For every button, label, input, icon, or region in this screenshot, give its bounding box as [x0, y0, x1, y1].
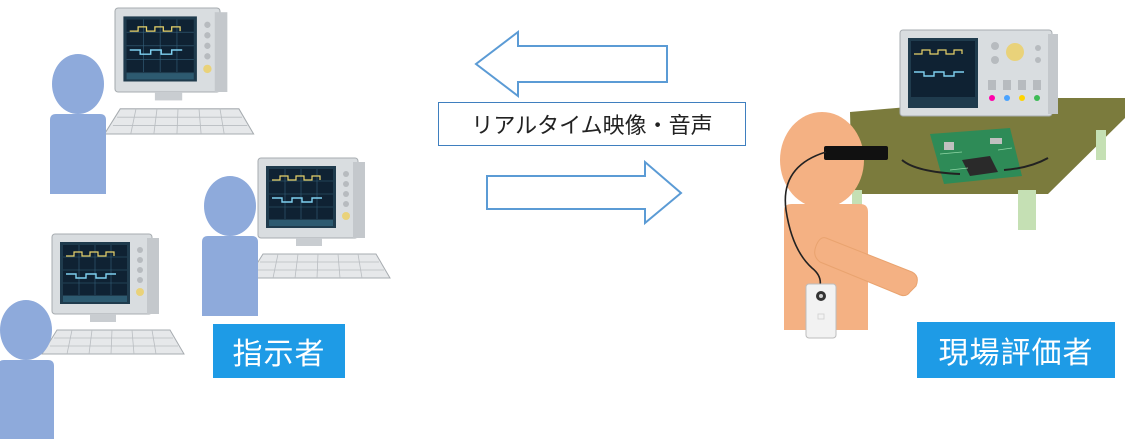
evaluator-scene: [780, 29, 1125, 339]
evaluator-label: 現場評価者: [917, 322, 1115, 378]
instructor-label: 指示者: [213, 324, 345, 378]
instructor-station-2: [202, 157, 391, 316]
evaluator-person: [780, 112, 918, 339]
caption-text: リアルタイム映像・音声: [471, 114, 713, 139]
instructor-station-1: [50, 7, 255, 194]
instructor-station-3: [0, 233, 185, 439]
arrow-left-icon: [474, 29, 668, 99]
evaluator-label-text: 現場評価者: [938, 336, 1094, 371]
oscilloscope-icon: [899, 29, 1058, 117]
circuit-board-icon: [901, 128, 1049, 184]
arrow-right-icon: [486, 159, 683, 226]
smart-glasses-icon: [824, 146, 888, 160]
caption-box: リアルタイム映像・音声: [438, 102, 746, 146]
instructor-label-text: 指示者: [232, 337, 326, 372]
